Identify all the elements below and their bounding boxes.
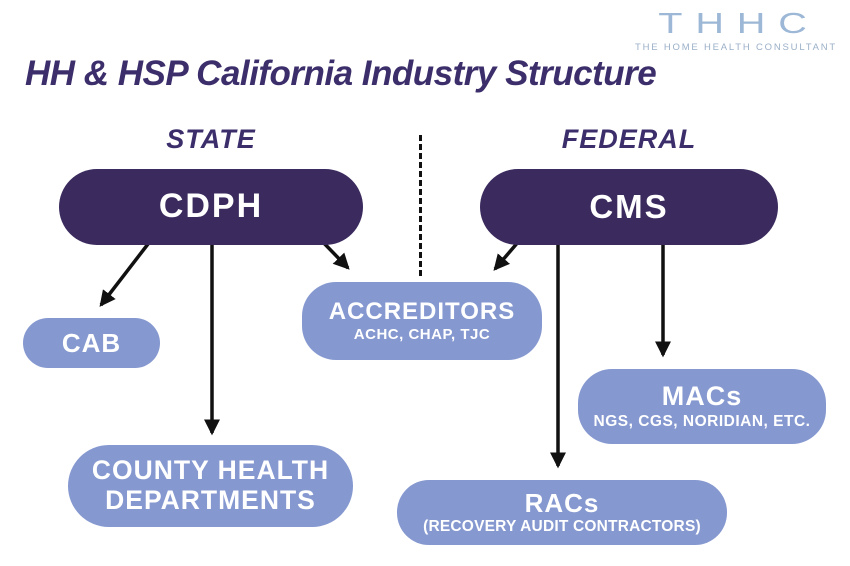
federal-column-label: FEDERAL: [561, 124, 697, 154]
node-accreditors: ACCREDITORS ACHC, CHAP, TJC: [302, 282, 542, 360]
thhc-logo-wordmark: THHC: [658, 7, 820, 40]
state-column-label: STATE: [166, 124, 256, 154]
node-cab: CAB: [23, 318, 160, 368]
node-cab-label: CAB: [61, 327, 122, 358]
node-cms: CMS: [480, 169, 778, 245]
node-macs-label: MACs: [661, 381, 743, 412]
node-macs-sublabel: NGS, CGS, NORIDIAN, ETC.: [593, 412, 811, 430]
node-racs: RACs (RECOVERY AUDIT CONTRACTORS): [397, 480, 727, 545]
node-macs: MACs NGS, CGS, NORIDIAN, ETC.: [578, 369, 826, 444]
node-county-label: COUNTY HEALTH DEPARTMENTS: [91, 455, 330, 515]
node-accreditors-label: ACCREDITORS: [328, 297, 516, 325]
node-racs-sublabel: (RECOVERY AUDIT CONTRACTORS): [423, 518, 701, 536]
node-accreditors-sublabel: ACHC, CHAP, TJC: [353, 326, 491, 344]
state-federal-divider: [419, 135, 422, 276]
arrow-cdph-to-cab: [99, 242, 150, 307]
page-title: HH & HSP California Industry Structure: [25, 54, 657, 93]
node-racs-label: RACs: [524, 487, 600, 518]
arrow-cms-to-accreditors: [493, 239, 521, 271]
node-cdph: CDPH: [59, 169, 363, 245]
thhc-logo-tagline: THE HOME HEALTH CONSULTANT: [635, 42, 837, 53]
node-county-health-departments: COUNTY HEALTH DEPARTMENTS: [68, 445, 353, 527]
thhc-logo: THHC THE HOME HEALTH CONSULTANT: [635, 8, 837, 53]
node-cdph-label: CDPH: [158, 187, 264, 226]
node-cms-label: CMS: [589, 187, 669, 225]
